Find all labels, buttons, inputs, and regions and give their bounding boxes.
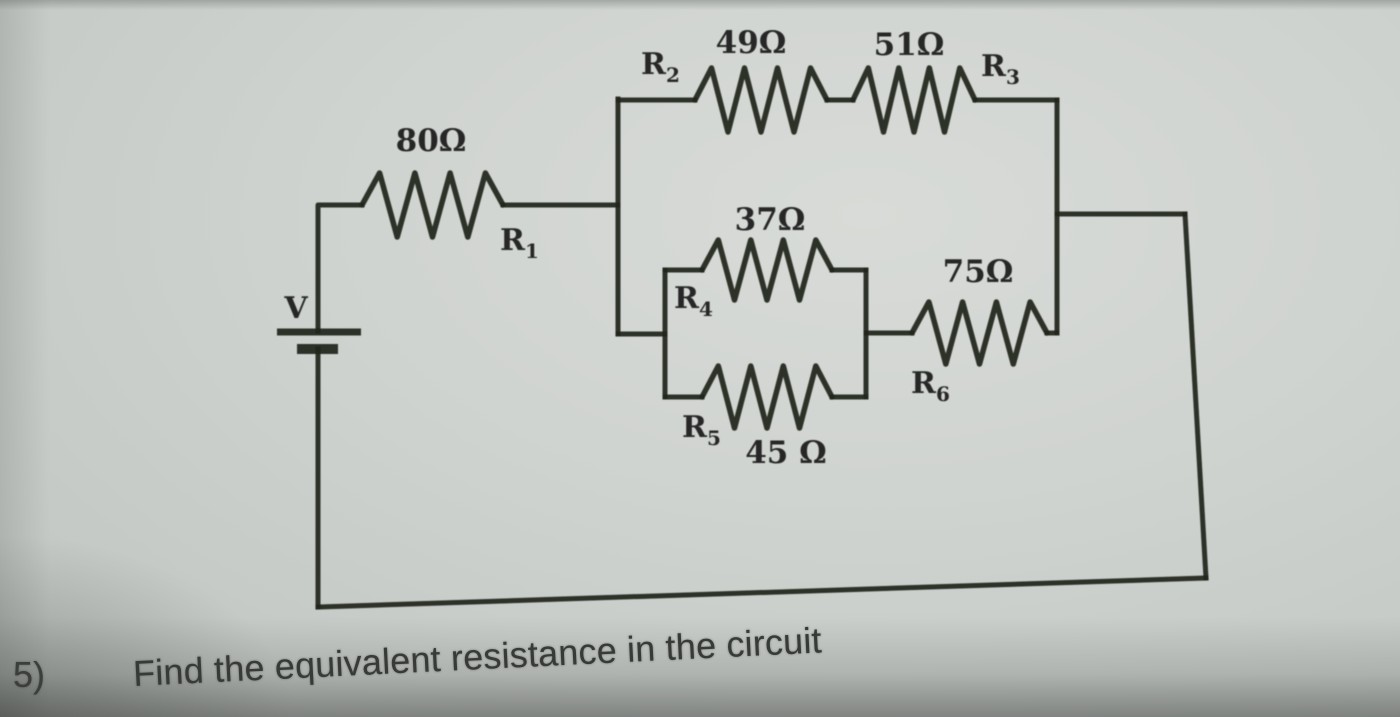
resistor-r4-zigzag [699,237,835,303]
question-number: 5) [13,654,46,695]
r4-name-label: R4 [674,281,713,321]
r3-name-label: R3 [981,49,1020,89]
r2-name-label: R2 [641,47,680,87]
resistor-r6-zigzag [909,299,1050,367]
r1-name-label: R1 [500,223,539,263]
wire-battery-to-r1 [315,202,365,334]
battery-label: V [283,291,308,326]
resistor-r1-zigzag [359,170,506,240]
resistor-r5-zigzag [699,363,835,431]
r2-value-label: 49Ω [716,25,787,61]
r5-value-label: 45 Ω [745,435,827,471]
resistor-r3-zigzag [850,65,978,135]
wire-bottom-return [315,575,1209,610]
resistor-r2-zigzag [692,65,830,135]
r4-value-label: 37Ω [735,202,806,238]
r1-value-label: 80Ω [396,123,467,159]
r3-value-label: 51Ω [874,27,945,63]
r6-name-label: R6 [911,366,950,406]
r6-value-label: 75Ω [943,254,1014,290]
r5-name-label: R5 [682,410,721,450]
wire-right-outer-vertical [1182,211,1209,581]
